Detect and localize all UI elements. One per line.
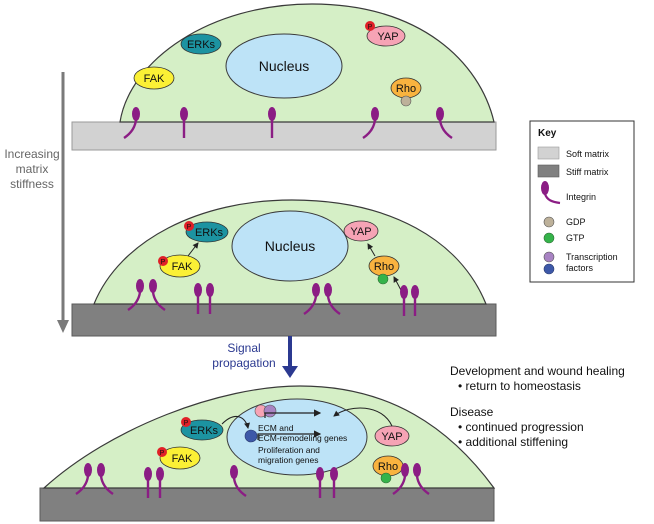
yap-label-2: YAP [350, 226, 371, 238]
gene1-line2: ECM-remodeling genes [258, 433, 347, 443]
gene2-line1: Proliferation and [258, 445, 320, 455]
phospho-erks-2 [184, 221, 194, 231]
key-soft-swatch [537, 146, 560, 160]
phospho-label-erks-3: P [184, 420, 189, 427]
fak-1 [133, 66, 175, 90]
phospho-fak-2 [158, 256, 168, 266]
dev-title: Development and wound healing [450, 364, 625, 378]
key-tf-blue-icon [543, 263, 555, 275]
nucleus-3 [226, 398, 368, 476]
phospho-label-fak-2: P [161, 259, 166, 266]
stiffness-label-3: stiffness [10, 177, 54, 191]
signal-propagation: Signal propagation [212, 336, 298, 378]
arrow-fak-erks-2 [187, 242, 199, 257]
signal-label-1: Signal [227, 341, 260, 355]
panel-signaling: ECM and ECM-remodeling genes Proliferati… [39, 385, 496, 522]
tf-purple-3 [263, 404, 277, 418]
yap-1 [366, 25, 406, 47]
erks-label-3: ERKs [190, 425, 219, 437]
stiffness-arrow: Increasing matrix stiffness [4, 72, 69, 333]
key-gdp-label: GDP [566, 217, 586, 227]
key-gdp-icon [543, 216, 555, 228]
signal-label-2: propagation [212, 356, 275, 370]
erks-label-2: ERKs [195, 227, 224, 239]
key-soft-label: Soft matrix [566, 149, 610, 159]
phospho-label-fak-3: P [160, 450, 165, 457]
dev-bullet-1: • return to homeostasis [458, 379, 581, 393]
key-stiff-swatch [537, 164, 560, 178]
fak-label-2: FAK [172, 261, 193, 273]
tf-blue-3 [244, 429, 258, 443]
rho-label-2: Rho [374, 261, 394, 273]
key-legend: Key Soft matrix Stiff matrix Integrin GD… [529, 120, 635, 283]
stiffness-label-1: Increasing [4, 147, 59, 161]
soft-matrix [71, 121, 497, 151]
key-tf-label-2: factors [566, 263, 594, 273]
stiff-matrix-2 [71, 303, 497, 337]
yap-2 [343, 220, 379, 242]
gtp-3 [380, 472, 392, 484]
key-integrin-label: Integrin [566, 192, 596, 202]
rho-label-3: Rho [378, 461, 398, 473]
stiffness-label-2: matrix [16, 162, 49, 176]
disease-bullet-2: • additional stiffening [458, 435, 568, 449]
key-gtp-icon [543, 232, 555, 244]
gene2-line2: migration genes [258, 455, 318, 465]
arrow-erks-nucleus-3 [221, 415, 250, 429]
phospho-yap-1 [365, 21, 375, 31]
phospho-fak-3 [157, 447, 167, 457]
key-tf-label-1: Transcription [566, 252, 618, 262]
disease-title: Disease [450, 405, 494, 419]
erks-1 [180, 33, 222, 55]
disease-bullet-1: • continued progression [458, 420, 584, 434]
phospho-label-yap-1: P [368, 24, 373, 31]
erks-3 [180, 419, 224, 441]
arrow-yap-nucleus-3 [333, 407, 393, 427]
gene-arrow-ecm [264, 409, 322, 418]
erks-2 [185, 221, 229, 243]
panel-stiff-matrix: Nucleus ERKs P FAK P YAP Rho [71, 199, 497, 337]
phospho-label-erks-2: P [187, 224, 192, 231]
key-stiff-label: Stiff matrix [566, 167, 609, 177]
nucleus-label-1: Nucleus [259, 58, 310, 74]
gtp-2 [377, 273, 389, 285]
gene-arrow-prolif [257, 430, 322, 440]
fak-label-3: FAK [172, 453, 193, 465]
key-integrin-icon [541, 181, 561, 205]
key-title: Key [538, 128, 557, 139]
fak-3 [159, 446, 201, 470]
arrow-rho-yap-2 [367, 243, 376, 257]
fak-2 [159, 254, 201, 278]
erks-label-1: ERKs [187, 39, 216, 51]
stiff-matrix-3 [39, 487, 495, 522]
outcomes: Development and wound healing • return t… [450, 364, 625, 449]
fak-label-1: FAK [144, 73, 165, 85]
key-tf-purple-icon [543, 251, 555, 263]
yap-label-1: YAP [377, 31, 398, 43]
key-gtp-label: GTP [566, 233, 585, 243]
panel-soft-matrix: Nucleus ERKs FAK YAP P Rho [71, 3, 497, 151]
nucleus-label-2: Nucleus [265, 238, 316, 254]
rho-label-1: Rho [396, 83, 416, 95]
nucleus-1 [225, 33, 343, 99]
yap-label-3: YAP [381, 431, 402, 443]
gene1-line1: ECM and [258, 423, 294, 433]
phospho-erks-3 [181, 417, 191, 427]
nucleus-2 [231, 210, 349, 282]
gdp-1 [400, 95, 412, 107]
